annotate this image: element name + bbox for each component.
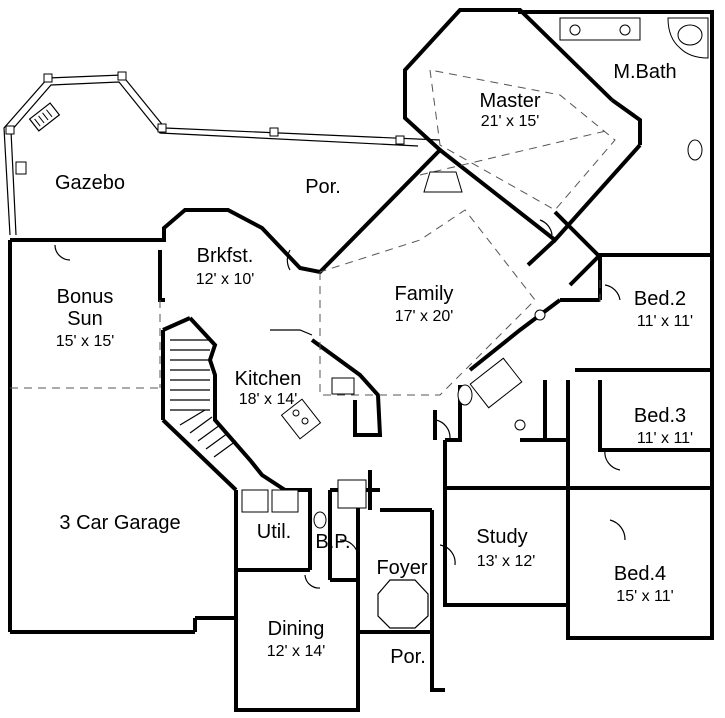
staircase bbox=[170, 339, 237, 458]
rear-porch-label: Por. bbox=[305, 176, 341, 198]
bed4-dims: 15' x 11' bbox=[616, 588, 673, 605]
master-label: Master bbox=[479, 90, 540, 112]
garage-label: 3 Car Garage bbox=[59, 512, 180, 534]
bed2-label: Bed.2 bbox=[634, 288, 686, 310]
kitchen-dims: 18' x 14' bbox=[239, 391, 298, 408]
master-dims: 21' x 15' bbox=[481, 113, 540, 130]
interior-walls bbox=[158, 98, 712, 634]
room-labels: Gazebo Por. Master 21' x 15' M.Bath Brkf… bbox=[55, 61, 693, 668]
gazebo-outline bbox=[3, 71, 441, 236]
bonus-dims: 15' x 15' bbox=[56, 333, 115, 350]
util-label: Util. bbox=[257, 521, 291, 543]
exterior-walls bbox=[8, 8, 714, 712]
bed3-dims: 11' x 11' bbox=[637, 430, 693, 447]
door-swings bbox=[54, 219, 626, 589]
kitchen-label: Kitchen bbox=[235, 368, 302, 390]
dining-dims: 12' x 14' bbox=[267, 643, 326, 660]
sun-label: Sun bbox=[67, 308, 103, 330]
mbath-label: M.Bath bbox=[613, 61, 676, 83]
bed3-label: Bed.3 bbox=[634, 405, 686, 427]
foyer-label: Foyer bbox=[376, 557, 427, 579]
fixtures bbox=[241, 17, 709, 629]
bp-label: B.P. bbox=[315, 531, 350, 553]
study-dims: 13' x 12' bbox=[477, 553, 536, 570]
grill-icon bbox=[28, 102, 61, 132]
gazebo-label: Gazebo bbox=[55, 172, 125, 194]
family-label: Family bbox=[395, 283, 454, 305]
brkfst-label: Brkfst. bbox=[197, 245, 254, 267]
brkfst-dims: 12' x 10' bbox=[196, 271, 255, 288]
front-porch-label: Por. bbox=[390, 646, 426, 668]
bonus-label: Bonus bbox=[57, 286, 114, 308]
family-dims: 17' x 20' bbox=[395, 308, 454, 325]
bed4-label: Bed.4 bbox=[614, 563, 666, 585]
dining-label: Dining bbox=[268, 618, 325, 640]
dashed-lines bbox=[10, 69, 616, 396]
study-label: Study bbox=[476, 526, 527, 548]
bed2-dims: 11' x 11' bbox=[637, 313, 693, 330]
